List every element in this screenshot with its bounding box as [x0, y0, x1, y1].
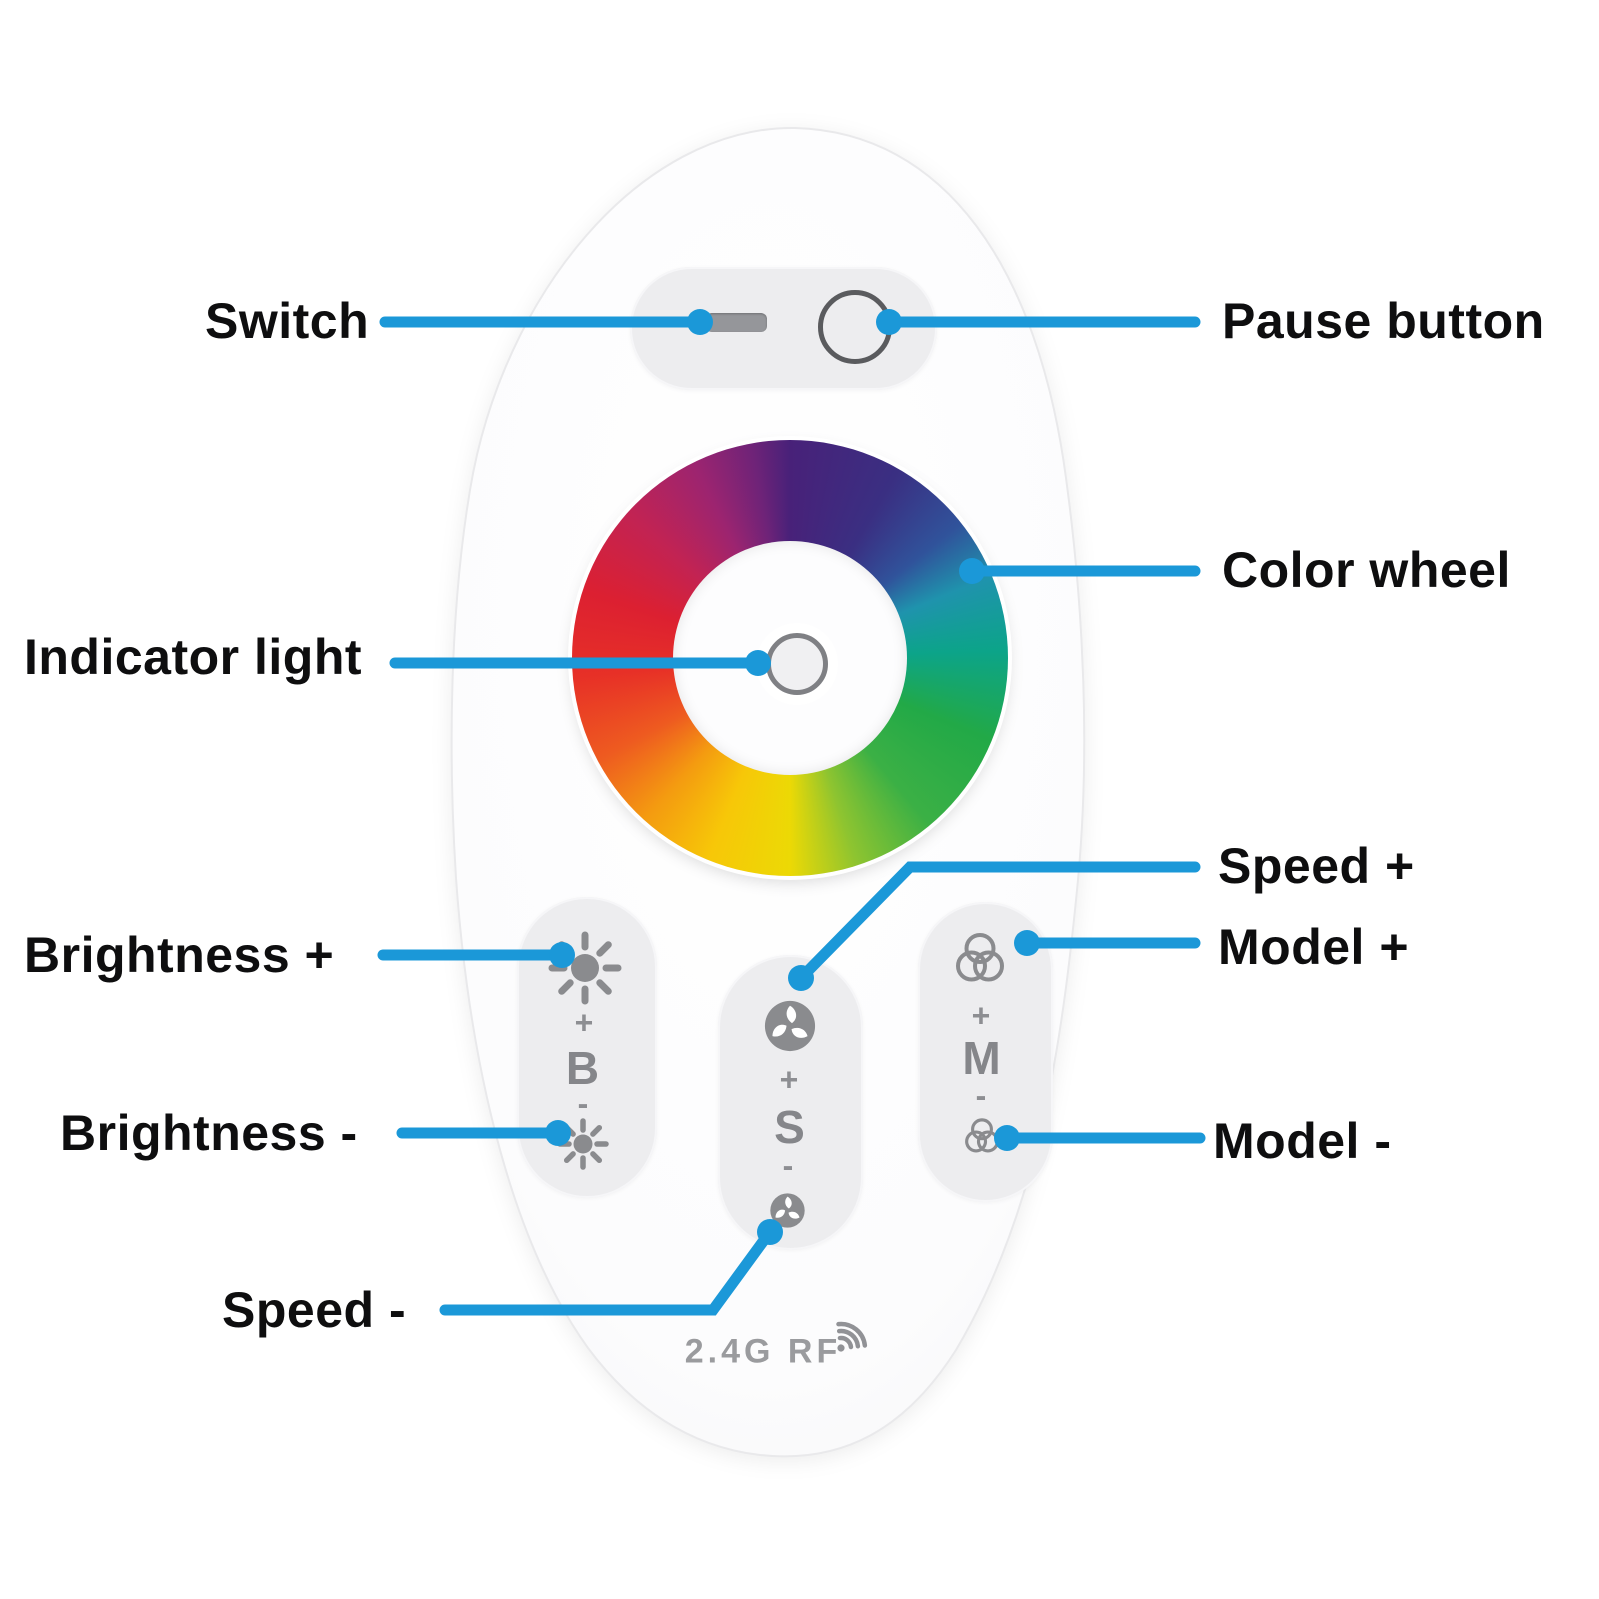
label-pause-button: Pause button [1222, 293, 1545, 349]
brightness-letter: B [565, 1042, 601, 1094]
switch-slider-icon[interactable] [706, 313, 767, 332]
brightness-up-sun-icon[interactable] [548, 931, 622, 1005]
brightness-plus-sign: + [574, 1004, 594, 1041]
speed-letter: S [774, 1101, 806, 1153]
speed-minus-callout-line [439, 1226, 776, 1316]
label-model-minus: Model - [1213, 1113, 1392, 1169]
speed-minus-sign: - [782, 1147, 794, 1184]
label-color-wheel: Color wheel [1222, 542, 1511, 598]
speed-up-pinwheel-icon[interactable] [763, 999, 817, 1053]
brightness-minus-sign: - [577, 1085, 589, 1122]
label-model-plus: Model + [1218, 919, 1410, 975]
model-plus-sign: + [971, 997, 991, 1034]
label-indicator-light: Indicator light [24, 629, 363, 685]
label-brightness-minus: Brightness - [60, 1105, 358, 1161]
wifi-signal-icon [836, 1321, 868, 1352]
label-switch: Switch [205, 293, 370, 349]
indicator-light [766, 633, 828, 695]
speed-down-pinwheel-icon[interactable] [769, 1192, 806, 1229]
speed-plus-sign: + [779, 1061, 799, 1098]
label-speed-plus: Speed + [1218, 838, 1415, 894]
model-down-venn-icon[interactable] [959, 1115, 1005, 1161]
pause-button[interactable] [818, 290, 892, 364]
model-minus-sign: - [975, 1077, 987, 1114]
model-letter: M [962, 1032, 1002, 1084]
rf-label: 2.4G RF [684, 1332, 842, 1371]
label-speed-minus: Speed - [222, 1282, 407, 1338]
model-up-venn-icon[interactable] [947, 928, 1013, 994]
brightness-down-sun-icon[interactable] [557, 1118, 609, 1170]
label-brightness-plus: Brightness + [24, 927, 335, 983]
